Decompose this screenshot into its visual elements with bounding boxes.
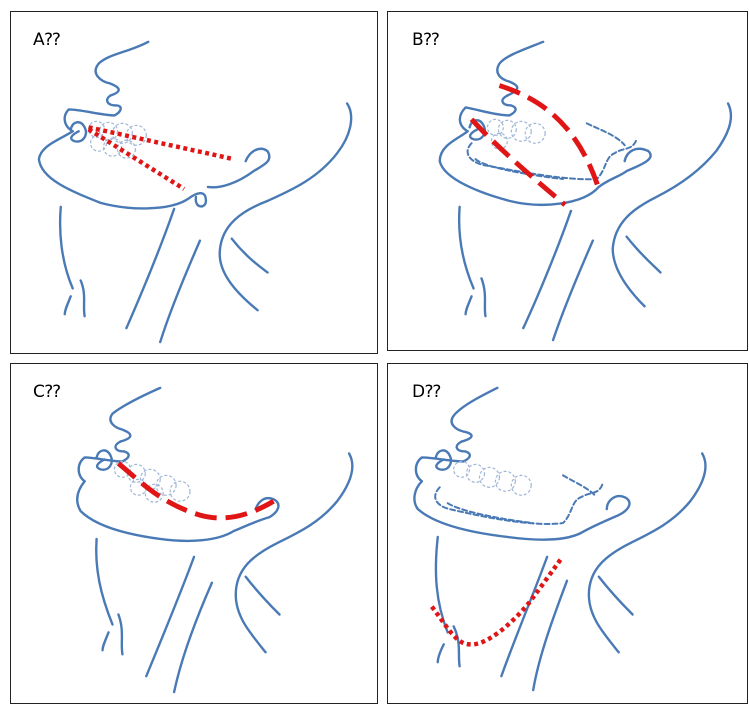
red-dashed-marker [118,463,273,518]
head-outline [414,388,705,652]
panel-label-c: C⁇ [33,384,61,401]
head-profile-illustration-c [11,364,377,703]
teeth-row [454,461,532,495]
panel-a: A⁇ [10,11,378,354]
panel-c: C⁇ [10,363,378,704]
neck-and-shoulders [60,207,267,342]
panel-b: B⁇ [387,11,748,351]
panel-d: D⁇ [387,363,748,704]
red-dashed-markers [472,86,599,205]
jaw-dashed-outline [468,123,637,179]
head-profile-illustration-a [11,12,377,353]
head-outline [39,42,351,310]
red-dotted-markers [89,127,234,189]
panel-label-a: A⁇ [33,32,60,49]
head-profile-illustration-b [388,12,747,350]
jaw-dashed-outline [435,475,603,524]
neck-and-shoulders [459,207,660,340]
teeth-row [89,121,147,158]
panel-label-d: D⁇ [412,384,441,401]
head-outline [440,42,731,306]
head-profile-illustration-d [388,364,747,703]
neck-and-shoulders [96,539,279,692]
panel-label-b: B⁇ [412,32,439,49]
